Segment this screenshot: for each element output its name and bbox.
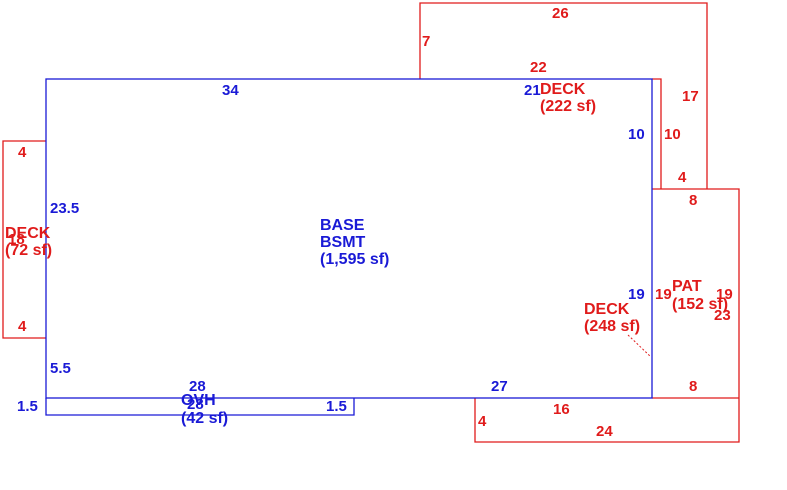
base-dim-bottom-middle: 28 [189, 378, 206, 395]
patio-dim-top: 8 [689, 192, 697, 209]
base-name-line2: BSMT [320, 234, 366, 251]
deck-right-name: DECK [584, 301, 630, 318]
ovh-dim-right: 1.5 [326, 398, 347, 415]
deck-top-dim-right-inner: 10 [664, 126, 681, 143]
base-name-line1: BASE [320, 217, 365, 234]
base-basement-outline [45, 78, 653, 399]
deck-right-dim-right: 19 [655, 286, 672, 303]
deck-left-dim-top: 4 [18, 144, 27, 161]
deck-right-dim-bottom: 24 [596, 423, 613, 440]
deck-top-dim-left: 7 [422, 33, 430, 50]
patio-name: PAT [672, 278, 702, 295]
base-dim-bottom-right: 27 [491, 378, 508, 395]
base-dim-right-upper: 10 [628, 126, 645, 143]
patio-dim-far-right: 23 [714, 307, 731, 324]
ovh-overlap-text: 28 [187, 396, 204, 413]
deck-top-dim-right-outer: 17 [682, 88, 699, 105]
ovh-area: (42 sf) [181, 410, 228, 427]
ovh-dim-left: 1.5 [17, 398, 38, 415]
base-dim-right-lower: 19 [628, 286, 645, 303]
deck-top-dim-top: 26 [552, 5, 569, 22]
base-dim-left-bottom: 5.5 [50, 360, 71, 377]
deck-top-dim-inner-top: 22 [530, 59, 547, 76]
deck-top-dim-step: 4 [678, 169, 687, 186]
deck-right-diagonal-pointer [627, 334, 652, 358]
deck-top-outline [419, 2, 708, 189]
deck-left-dim-bottom: 4 [18, 318, 27, 335]
base-dim-left: 23.5 [50, 200, 79, 217]
deck-left-area: (72 sf) [5, 242, 52, 259]
base-dim-top: 34 [222, 82, 239, 99]
base-dim-top-right: 21 [524, 82, 541, 99]
deck-left-overlap-text: 18 [8, 231, 25, 248]
patio-dim-bottom-right: 8 [689, 378, 697, 395]
deck-right-dim-bottom-left: 16 [553, 401, 570, 418]
patio-dim-right: 19 [716, 286, 733, 303]
deck-top-inner-edge [652, 78, 662, 189]
overhang-outline [45, 398, 355, 416]
deck-left-outline [2, 140, 46, 339]
ovh-name: OVH [181, 392, 216, 409]
deck-top-name: DECK [540, 81, 586, 98]
base-area: (1,595 sf) [320, 251, 389, 268]
deck-left-name: DECK [5, 225, 51, 242]
deck-top-area: (222 sf) [540, 98, 596, 115]
deck-right-dim-left-small: 4 [478, 413, 487, 430]
patio-area: (152 sf) [672, 296, 728, 313]
deck-right-area: (248 sf) [584, 318, 640, 335]
patio-outline [474, 188, 740, 443]
